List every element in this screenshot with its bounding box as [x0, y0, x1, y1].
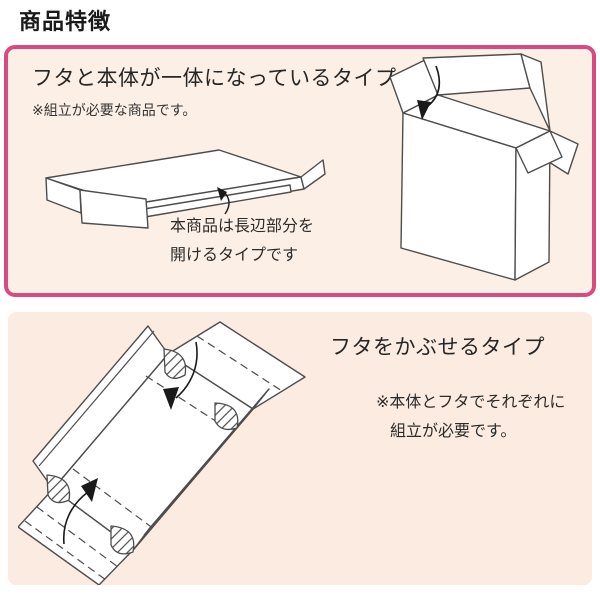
cover-type-panel: フタをかぶせるタイプ ※本体とフタでそれぞれに 組立が必要です。 [8, 312, 592, 585]
page-title: 商品特徴 [19, 9, 112, 34]
upright-box-open-flaps-icon [389, 53, 579, 281]
unfolded-tray-blank-icon [18, 321, 306, 585]
flat-box-long-edge-open-icon [45, 149, 326, 229]
integrated-type-note: ※組立が必要な商品です。 [32, 102, 197, 118]
cover-type-note: ※本体とフタでそれぞれに 組立が必要です。 [376, 388, 565, 446]
integrated-type-heading: フタと本体が一体になっているタイプ [32, 67, 397, 90]
integrated-type-panel: フタと本体が一体になっているタイプ ※組立が必要な商品です。 本商品は長辺部分を… [4, 45, 596, 297]
cover-type-note-line2: 組立が必要です。 [390, 423, 517, 440]
cover-type-heading: フタをかぶせるタイプ [330, 336, 545, 359]
flat-box-caption: 本商品は長辺部分を 開けるタイプです [170, 212, 314, 270]
flat-box-caption-line1: 本商品は長辺部分を [170, 218, 315, 235]
flat-box-caption-line2: 開けるタイプです [170, 247, 299, 264]
cover-type-note-line1: ※本体とフタでそれぞれに [376, 394, 566, 411]
